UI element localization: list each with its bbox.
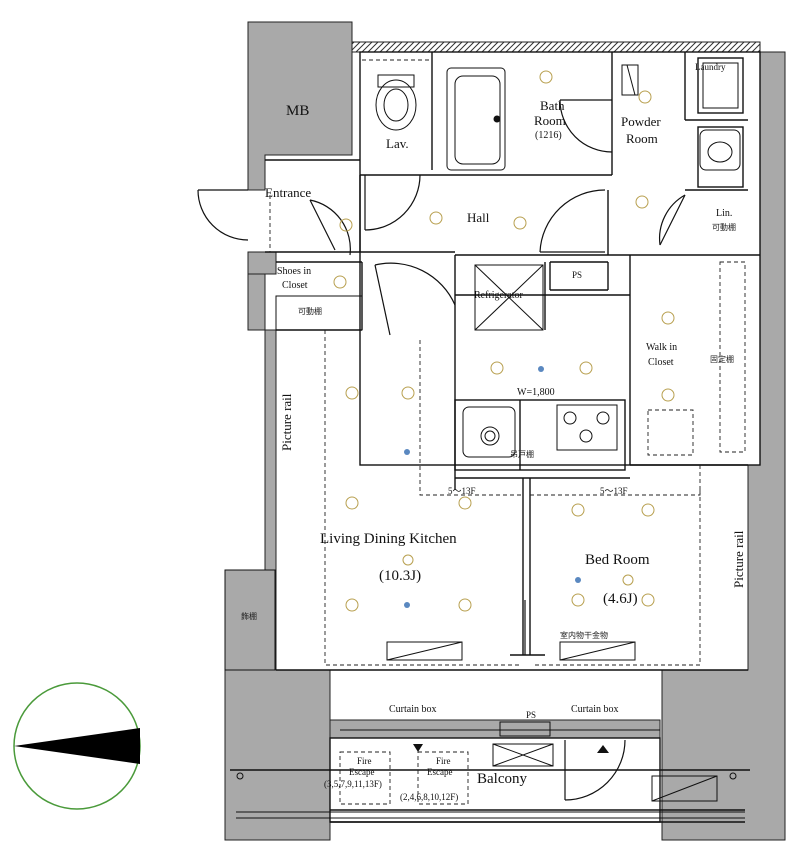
fire-escape-left-2: Escape xyxy=(349,767,375,777)
picture-rail-left-label: Picture rail xyxy=(279,393,294,451)
room-label-walkin-1: Walk in xyxy=(646,342,678,353)
storage-boxes xyxy=(224,295,718,802)
fire-escape-left-1: Fire xyxy=(357,756,372,766)
top-slab xyxy=(351,41,761,53)
room-label-entrance: Entrance xyxy=(265,185,312,200)
picture-rail-right-label: Picture rail xyxy=(731,530,746,588)
room-label-powder-2: Room xyxy=(626,131,658,146)
room-label-ldk: Living Dining Kitchen xyxy=(320,531,457,547)
room-label-ps-top: PS xyxy=(572,270,583,280)
fire-escape-right-1: Fire xyxy=(436,756,451,766)
dashed-lines xyxy=(269,59,746,805)
ceiling-label-right: 5～13F xyxy=(600,486,628,496)
room-label-ps-bottom: PS xyxy=(526,710,537,720)
fire-escape-right-2: Escape xyxy=(427,767,453,777)
shoes-shelf-label: 可動棚 xyxy=(298,307,322,316)
room-label-refrigerator: Refrigerator xyxy=(474,290,523,301)
sensors xyxy=(404,366,581,608)
room-label-bed-size: (4.6J) xyxy=(603,591,638,607)
drying-hardware-label: 室内物干金物 xyxy=(560,631,608,640)
kitchen-width-label: W=1,800 xyxy=(517,387,555,398)
room-label-hall: Hall xyxy=(467,210,490,225)
curtain-box-right-label: Curtain box xyxy=(571,704,619,715)
room-label-walkin-2: Closet xyxy=(648,357,674,368)
ceiling-lights xyxy=(333,70,675,612)
bathroom-fixtures xyxy=(375,62,741,171)
room-label-balcony: Balcony xyxy=(477,771,527,787)
room-label-laundry: Laundry xyxy=(695,62,726,72)
curtain-box-left-label: Curtain box xyxy=(389,704,437,715)
room-label-mb: MB xyxy=(286,103,310,119)
room-label-lin: Lin. xyxy=(716,208,733,219)
window-arrow-left xyxy=(413,744,423,752)
fire-escape-left-floors: (3,5,7,9,11,13F) xyxy=(324,779,382,789)
room-label-powder-1: Powder xyxy=(621,114,661,129)
left-shelf-label: 飾棚 xyxy=(241,612,257,621)
ceiling-label-left: 5～13F xyxy=(448,486,476,496)
exterior-walls xyxy=(224,21,786,841)
kitchen-hanging-shelf-label: 吊戸棚 xyxy=(510,450,534,459)
room-label-bed: Bed Room xyxy=(585,552,650,568)
room-label-shoes-2: Closet xyxy=(282,280,308,291)
room-label-ldk-size: (10.3J) xyxy=(379,568,422,584)
room-label-bath-2: Room xyxy=(534,113,566,128)
room-label-lav: Lav. xyxy=(386,136,409,151)
room-label-shoes-1: Shoes in xyxy=(277,266,312,277)
doors xyxy=(197,99,686,801)
fire-escape-right-floors: (2,4,6,8,10,12F) xyxy=(400,792,459,802)
lin-shelf-label: 可動棚 xyxy=(712,223,736,232)
balcony-details xyxy=(236,721,745,819)
room-label-bath-1: Bath xyxy=(540,98,565,113)
kitchen-fixtures xyxy=(462,264,618,458)
room-label-bath-size: (1216) xyxy=(535,130,562,141)
north-compass xyxy=(13,682,141,810)
walkin-fixed-shelf-label: 固定棚 xyxy=(710,355,734,364)
window-arrow-right xyxy=(597,745,609,753)
